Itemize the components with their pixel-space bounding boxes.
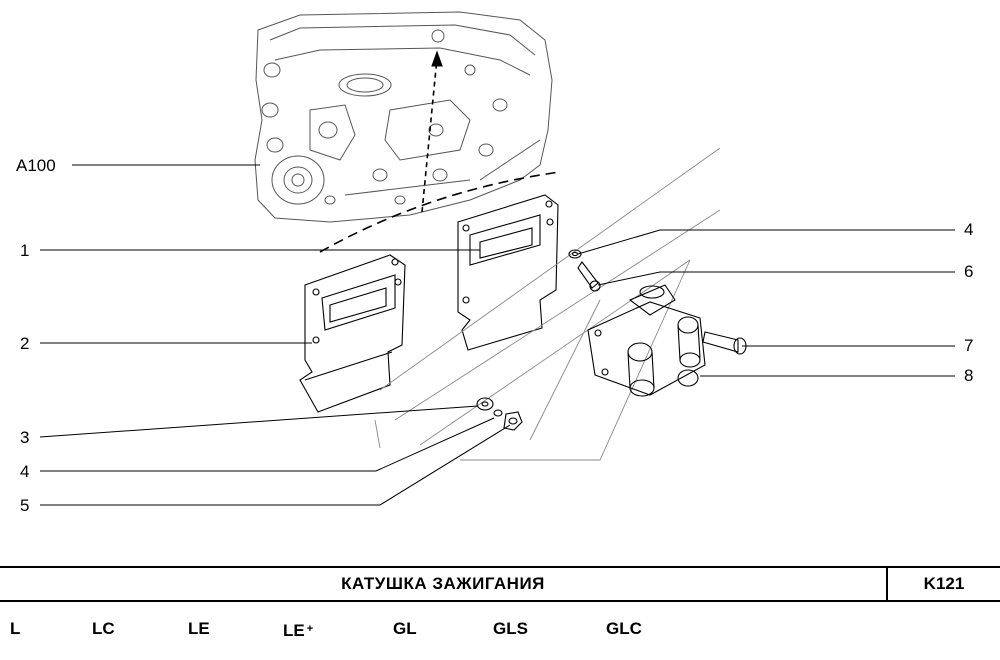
engine-block-drawing — [254, 11, 553, 223]
variant-suffix: + — [306, 623, 314, 635]
callout-7: 7 — [964, 336, 974, 355]
title-bar: КАТУШКА ЗАЖИГАНИЯ K121 — [0, 566, 1000, 602]
variant-gl: GL — [393, 618, 417, 640]
callout-4-left: 4 — [20, 462, 30, 481]
section-break-line — [319, 171, 561, 253]
leader-lines — [39, 164, 955, 506]
callout-4-right: 4 — [964, 220, 974, 239]
variant-label: GLC — [606, 619, 642, 638]
callout-8: 8 — [964, 366, 974, 385]
bracket-2-drawing — [299, 254, 406, 413]
variant-lc: LC — [92, 618, 115, 640]
variant-label: LC — [92, 619, 115, 638]
callout-3: 3 — [20, 428, 30, 447]
variant-gls: GLS — [493, 618, 528, 640]
bracket-1-drawing — [457, 194, 559, 351]
mounting-arrow — [421, 50, 443, 213]
page-title: КАТУШКА ЗАЖИГАНИЯ — [341, 574, 545, 593]
variant-label: L — [10, 619, 21, 638]
catalog-code: K121 — [923, 574, 965, 593]
callout-1: 1 — [20, 241, 30, 260]
variant-l: L — [10, 618, 20, 640]
variant-le: LE — [188, 618, 210, 640]
variant-label: GL — [393, 619, 417, 638]
parts-diagram — [39, 11, 955, 506]
variant-label: LE — [188, 619, 210, 638]
variant-le-plus: LE+ — [283, 618, 313, 642]
guide-lines — [374, 147, 721, 461]
callout-2: 2 — [20, 334, 30, 353]
variant-glc: GLC — [606, 618, 642, 640]
variant-label: GLS — [493, 619, 528, 638]
reference-label-a100: A100 — [16, 156, 56, 175]
callout-6: 6 — [964, 262, 974, 281]
variant-label: LE — [283, 621, 305, 640]
ignition-coil-drawing — [587, 284, 706, 397]
callout-5: 5 — [20, 496, 30, 515]
title-divider — [886, 568, 888, 600]
hardware-drawing — [476, 249, 747, 431]
